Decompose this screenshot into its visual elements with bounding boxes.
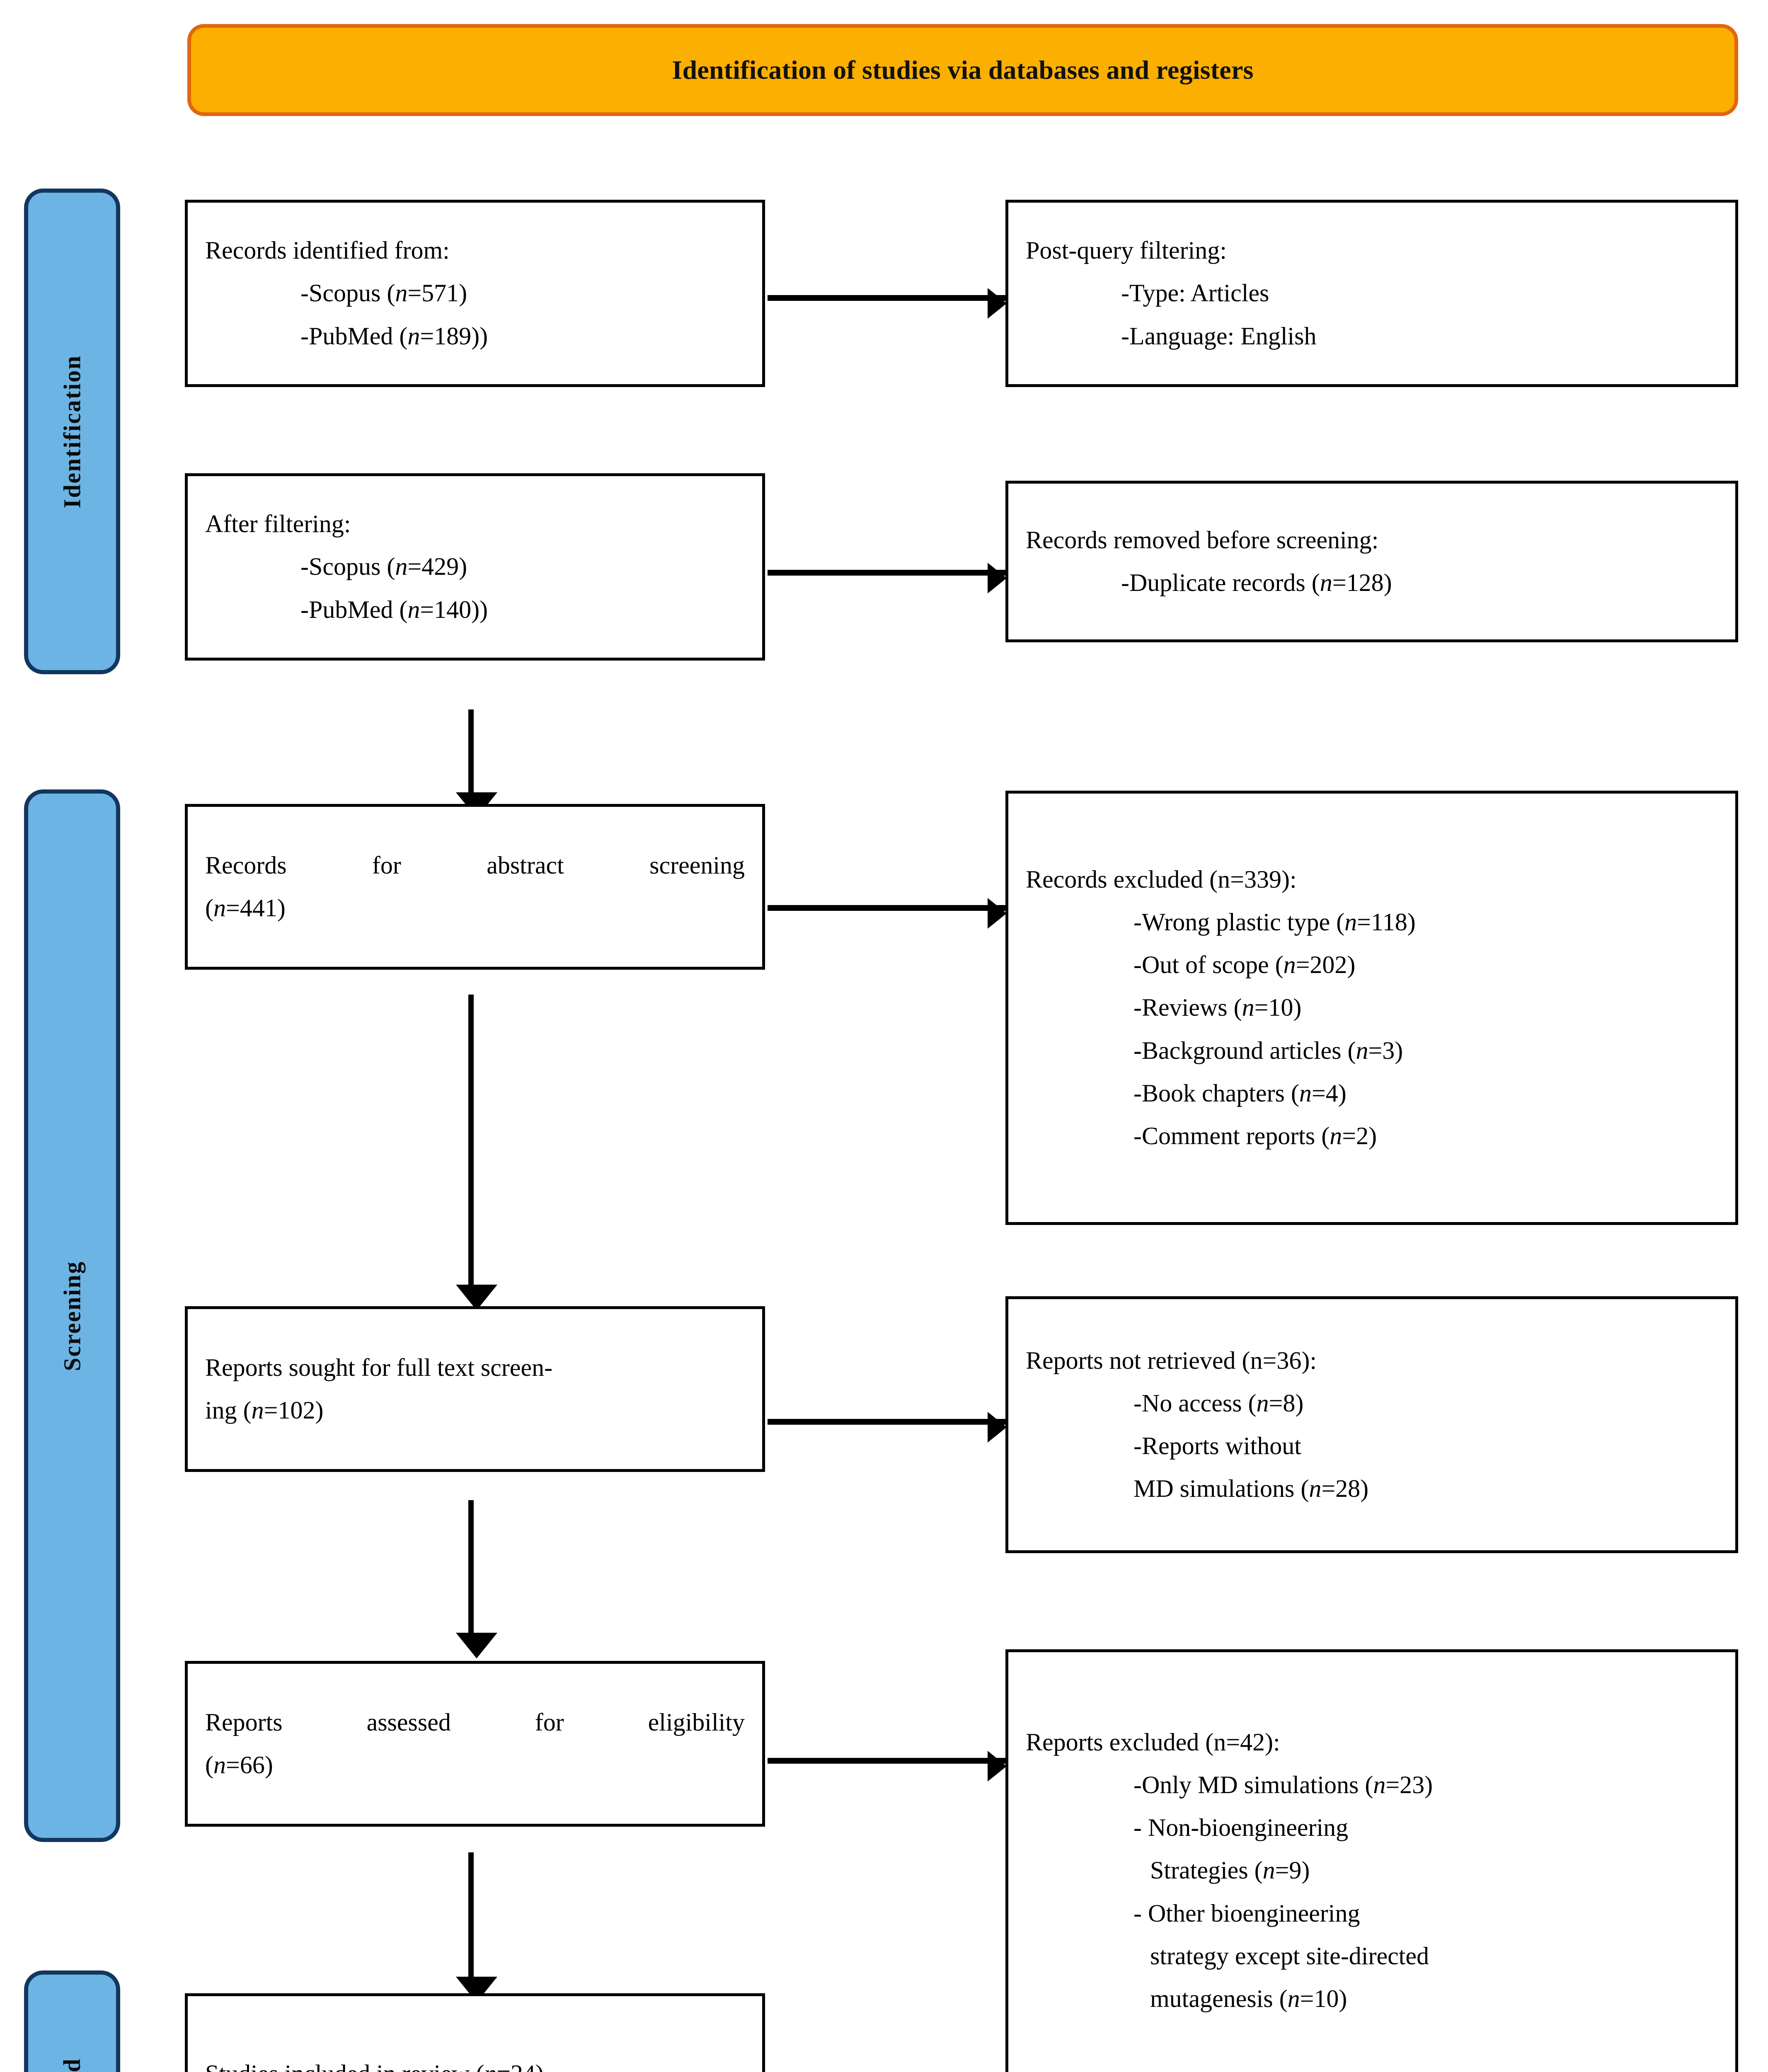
box-after-filtering: After filtering: -Scopus (n=429) -PubMed…	[185, 473, 765, 661]
records-excluded-item: -Comment reports (n=2)	[1133, 1122, 1377, 1150]
eligibility-line1: Reports assessed for eligibility	[205, 1708, 745, 1736]
records-removed-heading: Records removed before screening:	[1026, 526, 1379, 554]
post-query-item: -Type: Articles	[1121, 279, 1269, 307]
arrow-abstract-to-fulltext	[456, 995, 497, 1310]
arrow-fulltext-to-eligibility	[456, 1500, 497, 1658]
stage-label-screening: Screening	[58, 1260, 86, 1371]
arrow-abstract-to-excluded	[768, 898, 1007, 929]
reports-excluded-item: -Only MD simulations (n=23)	[1133, 1771, 1433, 1799]
records-excluded-heading: Records excluded (n=339):	[1026, 865, 1297, 893]
not-retrieved-item: MD simulations (n=28)	[1133, 1475, 1369, 1503]
not-retrieved-item: -No access (n=8)	[1133, 1389, 1304, 1417]
reports-excluded-item: strategy except site-directed	[1150, 1942, 1429, 1970]
records-excluded-item: -Wrong plastic type (n=118)	[1133, 908, 1416, 936]
box-post-query-filtering: Post-query filtering: -Type: Articles -L…	[1005, 200, 1738, 387]
arrow-filtering-to-removed	[768, 563, 1007, 593]
not-retrieved-heading: Reports not retrieved (n=36):	[1026, 1346, 1317, 1374]
not-retrieved-item: -Reports without	[1133, 1432, 1301, 1460]
reports-excluded-item: - Other bioengineering	[1133, 1899, 1360, 1927]
records-excluded-item: -Out of scope (n=202)	[1133, 951, 1356, 979]
box-records-identified: Records identified from: -Scopus (n=571)…	[185, 200, 765, 387]
stage-sidebar-included: Included	[24, 1970, 120, 2072]
box-reports-assessed-eligibility: Reports assessed for eligibility (n=66)	[185, 1661, 765, 1827]
post-query-heading: Post-query filtering:	[1026, 237, 1227, 264]
abstract-screening-line2: (n=441)	[205, 894, 286, 922]
box-reports-not-retrieved: Reports not retrieved (n=36): -No access…	[1005, 1296, 1738, 1553]
stage-sidebar-identification: Identification	[24, 189, 120, 674]
after-filtering-heading: After filtering:	[205, 510, 351, 538]
reports-excluded-item: mutagenesis (n=10)	[1150, 1985, 1347, 2012]
box-studies-included: Studies included in review (n=24)	[185, 1993, 765, 2072]
abstract-screening-line1: Records for abstract screening	[205, 851, 745, 879]
box-reports-excluded: Reports excluded (n=42): -Only MD simula…	[1005, 1649, 1738, 2072]
box-abstract-screening: Records for abstract screening (n=441)	[185, 804, 765, 970]
after-filtering-item: -Scopus (n=429)	[300, 553, 467, 581]
box-records-removed: Records removed before screening: -Dupli…	[1005, 481, 1738, 642]
records-identified-item: -Scopus (n=571)	[300, 279, 467, 307]
full-text-screening-line2: ing (n=102)	[205, 1397, 324, 1424]
records-excluded-item: -Book chapters (n=4)	[1133, 1079, 1347, 1107]
records-excluded-item: -Reviews (n=10)	[1133, 994, 1302, 1021]
stage-label-included: Included	[58, 2057, 86, 2072]
studies-included-text: Studies included in review (n=24)	[205, 2053, 745, 2072]
box-records-excluded: Records excluded (n=339): -Wrong plastic…	[1005, 791, 1738, 1225]
arrow-eligibility-to-excluded	[768, 1751, 1007, 1782]
records-identified-heading: Records identified from:	[205, 237, 450, 264]
reports-excluded-item: Strategies (n=9)	[1150, 1857, 1310, 1884]
records-removed-item: -Duplicate records (n=128)	[1121, 569, 1392, 596]
diagram-header-banner: Identification of studies via databases …	[187, 24, 1738, 116]
arrow-eligibility-to-included	[456, 1852, 497, 2002]
arrow-filtering-to-abstract-screening	[456, 709, 497, 818]
eligibility-line2: (n=66)	[205, 1751, 273, 1779]
reports-excluded-item: - Non-bioengineering	[1133, 1814, 1349, 1842]
reports-excluded-heading: Reports excluded (n=42):	[1026, 1728, 1280, 1756]
stage-label-identification: Identification	[58, 354, 86, 508]
records-excluded-item: -Background articles (n=3)	[1133, 1036, 1403, 1064]
after-filtering-item: -PubMed (n=140))	[300, 595, 488, 623]
arrow-fulltext-to-not-retrieved	[768, 1412, 1007, 1443]
arrow-identified-to-filtering	[768, 288, 1007, 319]
box-full-text-screening: Reports sought for full text screen- ing…	[185, 1306, 765, 1472]
full-text-screening-line1: Reports sought for full text screen-	[205, 1353, 553, 1381]
records-identified-item: -PubMed (n=189))	[300, 322, 488, 350]
banner-title: Identification of studies via databases …	[672, 55, 1254, 85]
post-query-item: -Language: English	[1121, 322, 1317, 350]
stage-sidebar-screening: Screening	[24, 789, 120, 1842]
